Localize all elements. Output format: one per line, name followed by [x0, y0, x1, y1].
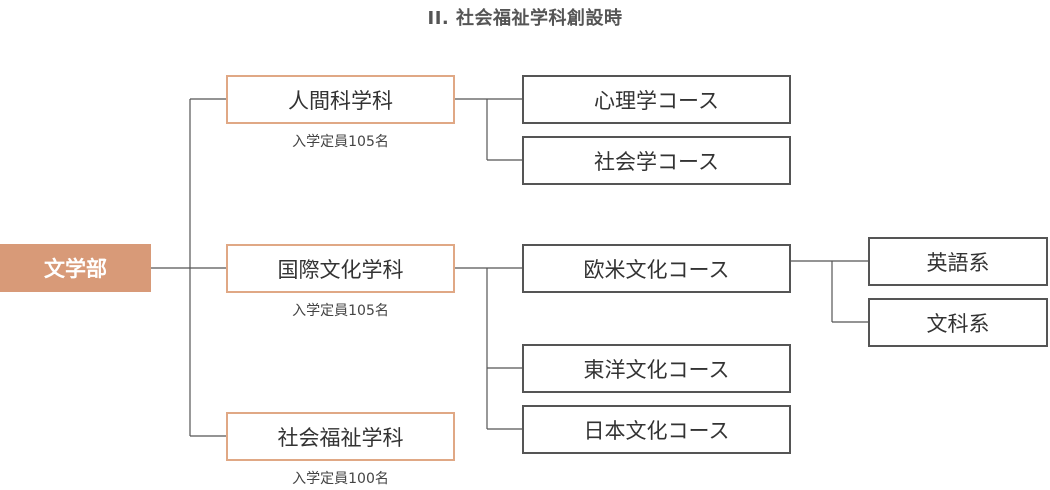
root-faculty: 文学部: [0, 244, 151, 292]
course-obei: 欧米文化コース: [522, 244, 791, 293]
dept-kokusai-capacity: 入学定員105名: [292, 303, 389, 319]
course-shinri: 心理学コース: [522, 75, 791, 124]
sub-bunka: 文科系: [868, 298, 1048, 347]
sub-eigo: 英語系: [868, 237, 1048, 286]
course-toyo: 東洋文化コース: [522, 344, 791, 393]
dept-ningen-capacity: 入学定員105名: [292, 134, 389, 150]
dept-kokusai: 国際文化学科: [226, 244, 455, 293]
course-shakai: 社会学コース: [522, 136, 791, 185]
course-nihon: 日本文化コース: [522, 405, 791, 454]
dept-fukushi-capacity: 入学定員100名: [292, 471, 389, 487]
diagram-title: II. 社会福祉学科創設時: [427, 8, 623, 29]
dept-fukushi: 社会福祉学科: [226, 412, 455, 461]
dept-ningen: 人間科学科: [226, 75, 455, 124]
